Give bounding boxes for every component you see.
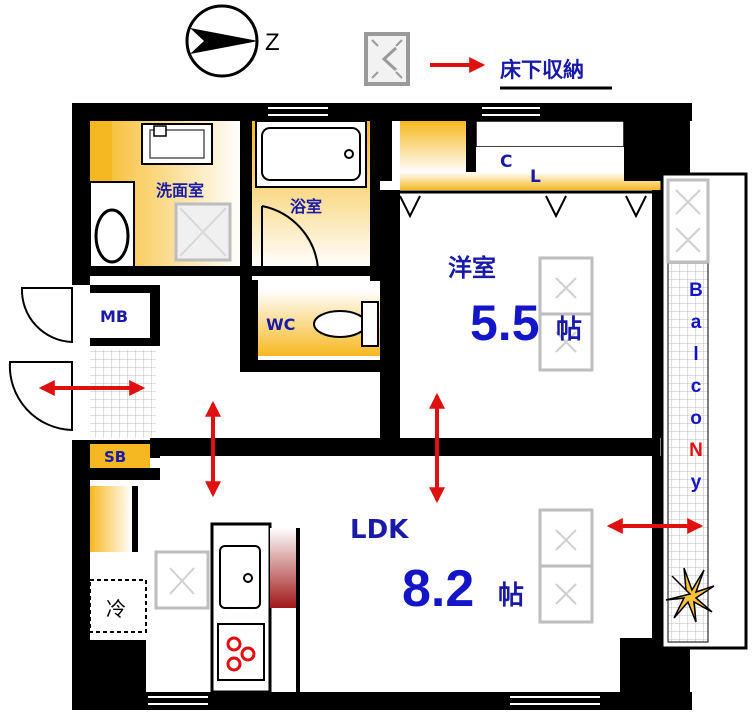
- western-room: 洋室 5.5 帖: [448, 190, 662, 438]
- ldk-size: 8.2: [402, 560, 474, 618]
- closet-label-c: C: [500, 152, 512, 172]
- balcony-letter: o: [690, 408, 702, 429]
- balcony-letter: l: [693, 344, 698, 365]
- ldk-unit: 帖: [498, 581, 524, 611]
- mb-label: MB: [100, 307, 128, 326]
- entrance-doors: [8, 287, 73, 432]
- ldk-label: LDK: [350, 515, 409, 545]
- balcony-letter: a: [691, 312, 702, 333]
- sb-label: SB: [104, 448, 126, 466]
- sb-cabinet: SB: [90, 444, 150, 468]
- western-room-unit: 帖: [556, 315, 582, 345]
- access-arrows: [38, 380, 704, 534]
- plant-icon: [665, 567, 715, 623]
- fridge-label: 冷: [106, 597, 126, 621]
- compass-letter: Z: [265, 29, 280, 56]
- balcony-letter: c: [691, 376, 702, 397]
- western-room-label: 洋室: [448, 254, 496, 282]
- top-windows: [148, 107, 600, 705]
- closet: C L: [399, 120, 668, 219]
- entrance-floor: [90, 350, 156, 438]
- bath: 浴室: [250, 120, 382, 269]
- ldk: 冷 LDK 8.2 帖: [89, 456, 662, 694]
- underfloor-storage-label: 床下収納: [500, 58, 584, 82]
- balcony-letter: B: [689, 280, 703, 301]
- balcony-letter: N: [689, 440, 703, 461]
- washroom: 洗面室: [89, 121, 242, 271]
- balcony-letter: y: [691, 472, 702, 493]
- underfloor-storage-legend: 床下収納: [364, 32, 612, 90]
- compass-icon: Z: [185, 4, 280, 78]
- wc: WC: [258, 290, 380, 356]
- washroom-label: 洗面室: [156, 181, 204, 200]
- wc-label: WC: [266, 315, 295, 334]
- fridge: [89, 579, 147, 633]
- closet-label-l: L: [530, 167, 541, 187]
- mb-cabinet: MB: [90, 293, 150, 338]
- bath-label: 浴室: [290, 197, 322, 216]
- western-room-size: 5.5: [470, 295, 540, 351]
